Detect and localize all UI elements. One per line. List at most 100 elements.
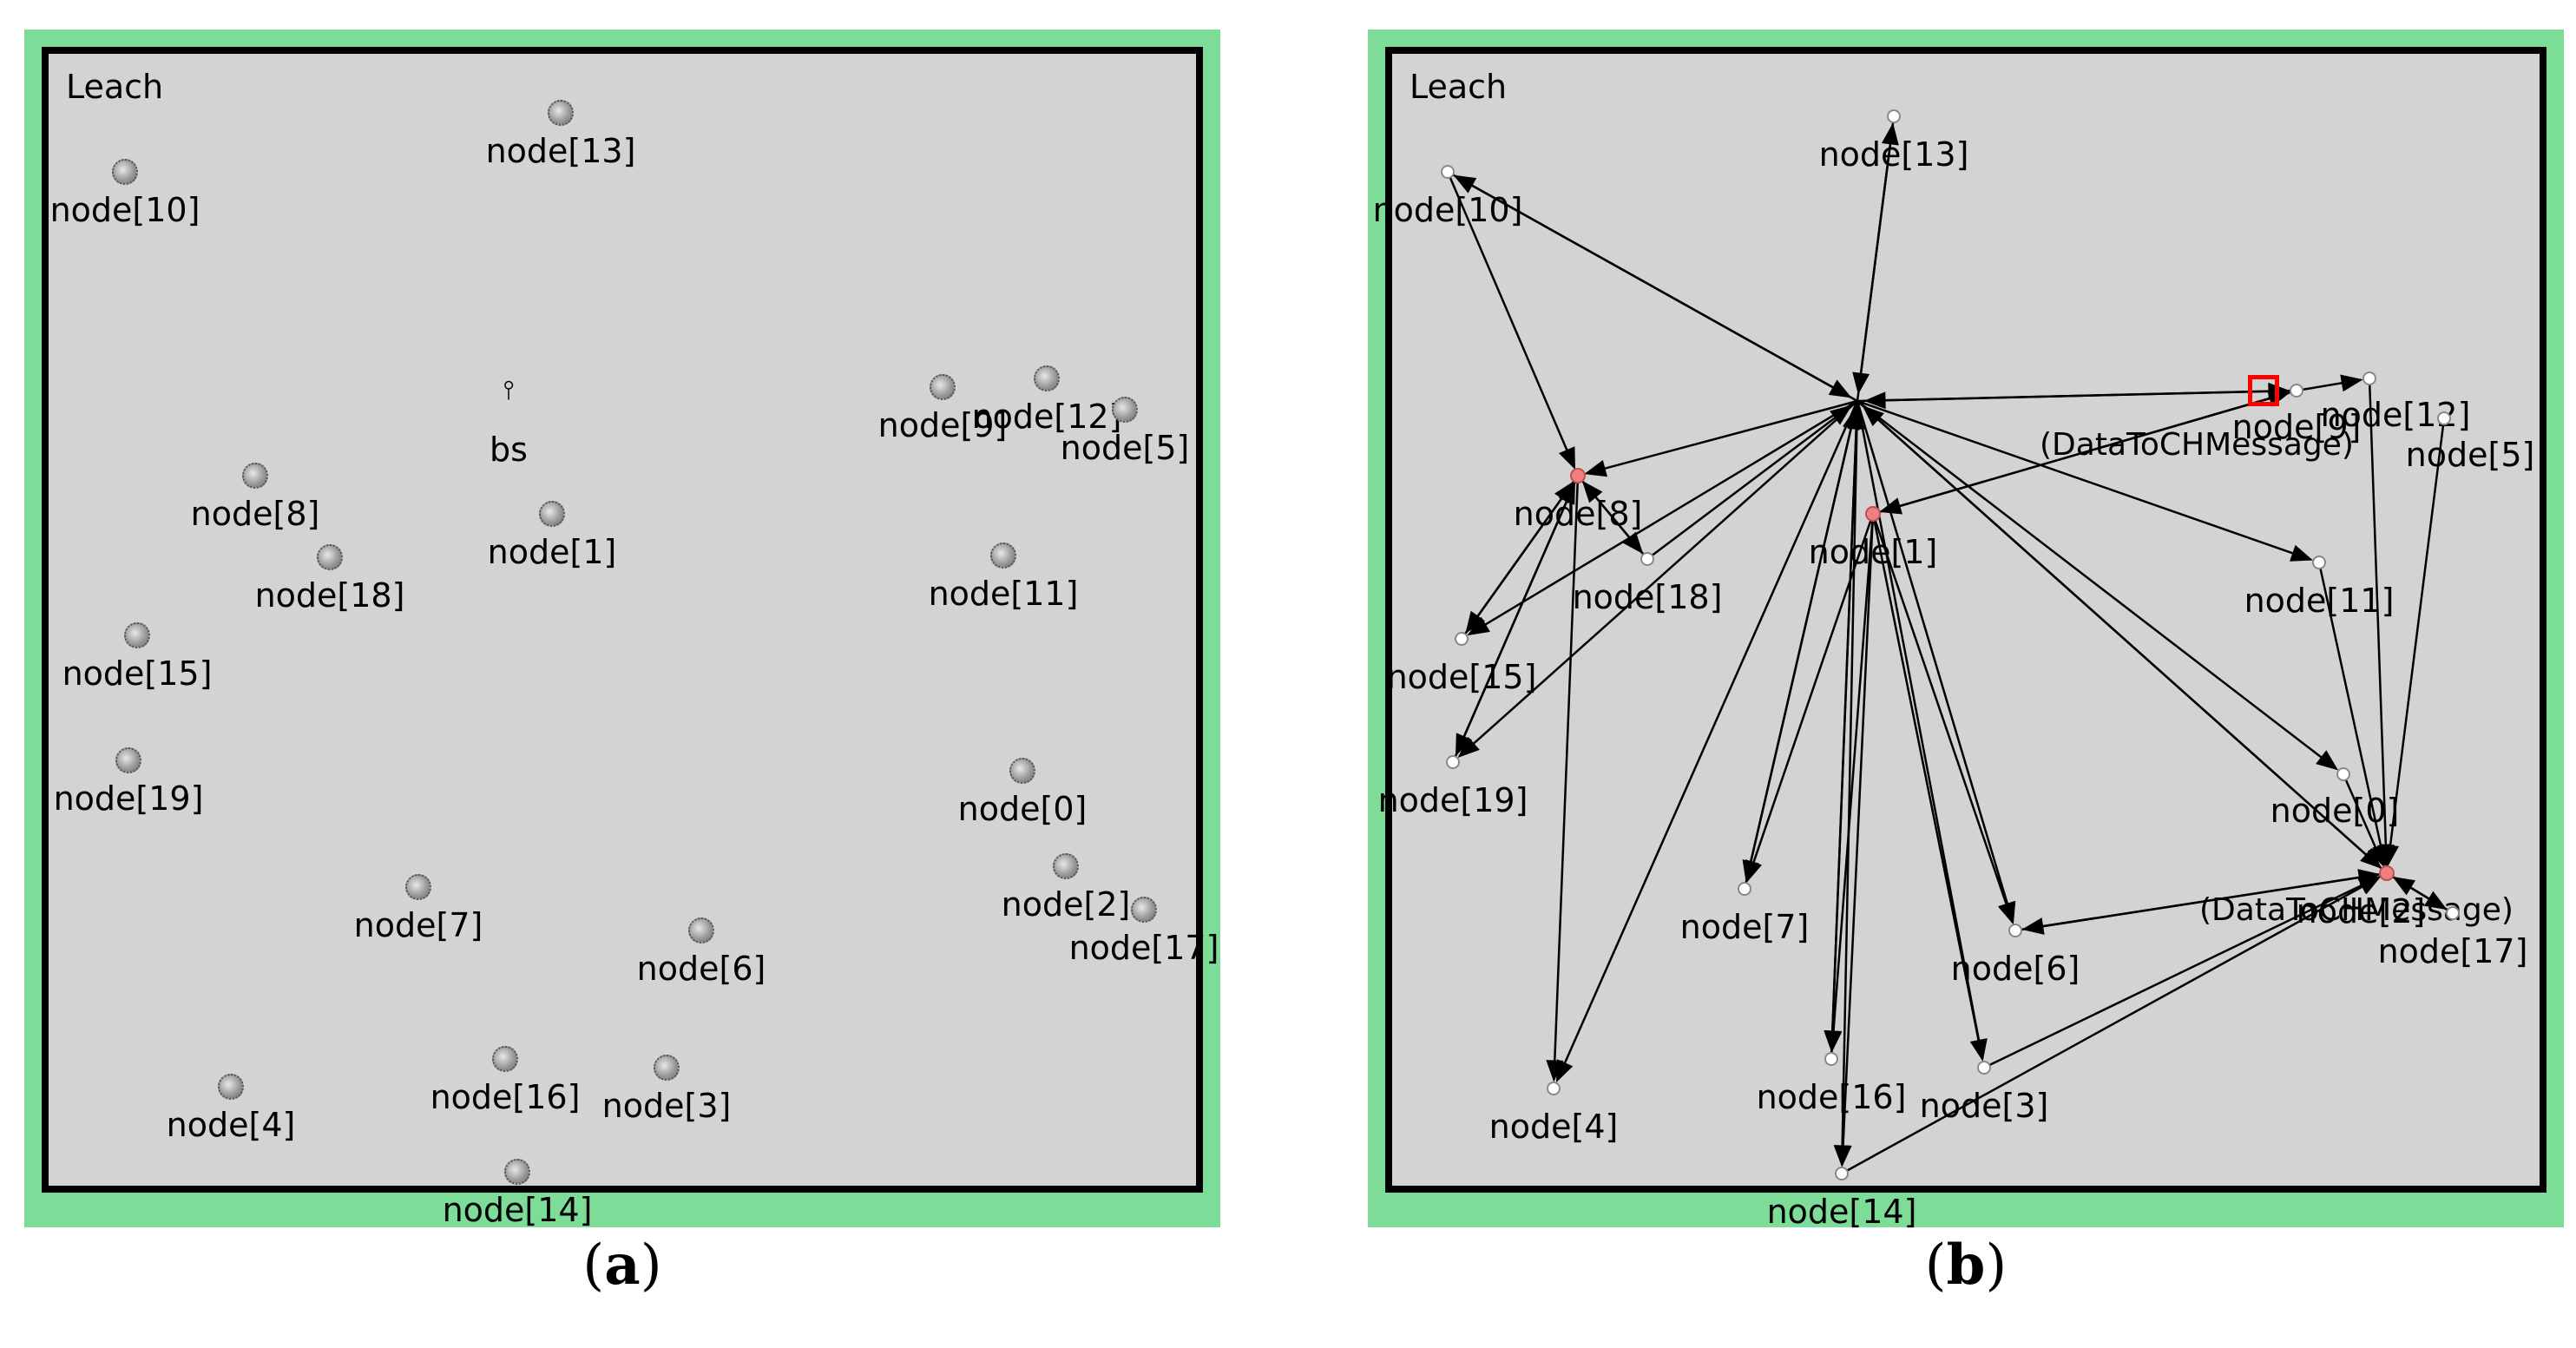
node-label: node[17] (2377, 932, 2528, 970)
message-arrow (1834, 513, 1875, 1167)
node-label: node[13] (485, 132, 636, 170)
sensor-node-icon[interactable] (124, 622, 150, 648)
sensor-node-icon[interactable] (1547, 1082, 1561, 1095)
message-arrow (1584, 399, 1858, 477)
node-label: node[14] (442, 1191, 593, 1229)
node-label: node[2] (2296, 892, 2426, 930)
message-arrow (2382, 418, 2446, 867)
node-label: node[19] (53, 779, 204, 818)
message-arrow (1745, 513, 1875, 883)
sensor-node-icon[interactable] (1640, 552, 1654, 566)
message-arrow (1457, 400, 1858, 759)
sensor-node-icon[interactable] (1887, 109, 1901, 123)
sensor-node-icon[interactable] (539, 501, 565, 527)
caption-a: (a) (582, 1233, 662, 1298)
message-arrow (1646, 404, 1853, 560)
sensor-node-icon[interactable] (405, 874, 431, 900)
node-label: node[16] (1756, 1078, 1907, 1116)
sensor-node-icon[interactable] (112, 159, 138, 185)
message-arrow (1856, 122, 1899, 402)
sensor-node-icon[interactable] (242, 463, 268, 489)
message-label: (DataToCHMessage) (2040, 427, 2354, 463)
message-arrow (1546, 475, 1580, 1082)
sensor-node-icon[interactable] (2446, 906, 2460, 920)
caption-b: (b) (1924, 1233, 2008, 1298)
panel-a-title: Leach (66, 68, 164, 106)
sensor-node-icon[interactable] (1112, 397, 1138, 423)
message-arrow (1555, 400, 1859, 1083)
sensor-node-icon[interactable] (218, 1074, 244, 1100)
node-label: node[0] (2270, 792, 2400, 830)
node-label: node[14] (1766, 1193, 1917, 1231)
node-label: node[8] (1513, 495, 1643, 533)
sensor-node-icon[interactable] (930, 374, 956, 400)
node-label: node[16] (430, 1078, 581, 1116)
node-label: node[0] (957, 790, 1088, 828)
sensor-node-icon[interactable] (1441, 165, 1455, 179)
node-label: node[3] (1919, 1087, 2049, 1125)
panel-b-canvas[interactable]: Leach (DataToCHMessage) (DataToCHMessage… (1373, 47, 2546, 1231)
message-arrow (1446, 171, 1576, 470)
node-label: node[15] (62, 654, 213, 693)
sensor-node-icon[interactable] (1446, 755, 1460, 769)
sensor-node-icon[interactable] (2290, 384, 2303, 398)
sensor-node-icon[interactable] (1738, 882, 1751, 896)
node-label: node[1] (1808, 533, 1938, 571)
sensor-node-icon[interactable] (990, 542, 1016, 569)
cluster-head-node-icon[interactable] (1570, 468, 1586, 483)
message-arrow (1460, 481, 1574, 640)
node-label: node[9] (877, 406, 1008, 444)
sensor-node-icon[interactable] (548, 100, 574, 126)
node-label: node[2] (1001, 885, 1131, 924)
antenna-icon[interactable]: ⫯ (503, 375, 515, 405)
node-label: node[18] (254, 576, 405, 615)
sensor-node-icon[interactable] (688, 917, 714, 944)
node-label: node[11] (928, 575, 1079, 613)
message-arrow (1453, 174, 1858, 403)
sensor-node-icon[interactable] (317, 544, 343, 570)
sensor-node-icon[interactable] (1977, 1061, 1991, 1075)
message-arrow (1983, 876, 2382, 1069)
selection-box[interactable] (2248, 375, 2279, 406)
node-label: node[9] (2231, 408, 2362, 446)
sensor-node-icon[interactable] (1034, 365, 1060, 391)
sensor-node-icon[interactable] (2336, 767, 2350, 781)
bs-label: bs (490, 431, 528, 469)
sensor-node-icon[interactable] (1009, 758, 1035, 784)
sensor-node-icon[interactable] (1131, 897, 1157, 923)
node-label: node[4] (1488, 1108, 1619, 1146)
node-label: node[12] (971, 398, 1122, 436)
sensor-node-icon[interactable] (115, 747, 141, 773)
sensor-node-icon[interactable] (1835, 1167, 1849, 1180)
node-label: node[13] (1818, 135, 1969, 174)
node-label: node[7] (353, 906, 483, 944)
sensor-node-icon[interactable] (1053, 853, 1079, 879)
node-label: node[15] (1386, 658, 1537, 696)
cluster-head-node-icon[interactable] (1865, 506, 1881, 522)
node-label: node[11] (2244, 582, 2395, 620)
message-arrows (1446, 115, 2454, 1175)
sensor-node-icon[interactable] (2008, 924, 2022, 937)
message-arrow (1467, 399, 1858, 636)
sensor-node-icon[interactable] (1455, 632, 1469, 646)
message-arrow (1856, 399, 2313, 562)
message-arrow (1871, 513, 2014, 924)
message-arrow (2386, 871, 2448, 911)
node-label: node[5] (2405, 436, 2535, 474)
sensor-node-icon[interactable] (654, 1055, 680, 1081)
panel-a-canvas[interactable]: Leach ⫯ bs node[10]node[13]node[9]node[1… (42, 47, 1219, 1229)
message-arrow (1833, 400, 1859, 1167)
cluster-head-node-icon[interactable] (2379, 865, 2395, 881)
sensor-node-icon[interactable] (1824, 1052, 1838, 1066)
sensor-node-icon[interactable] (492, 1046, 518, 1072)
sensor-node-icon[interactable] (2437, 411, 2451, 425)
node-label: node[7] (1679, 908, 1810, 946)
node-label: node[8] (190, 495, 320, 533)
sensor-node-icon[interactable] (2312, 556, 2326, 569)
message-arrow (1830, 407, 1865, 1060)
sensor-node-icon[interactable] (2362, 372, 2376, 385)
node-label: node[6] (1950, 950, 2080, 988)
message-arrow (2368, 378, 2395, 867)
sensor-node-icon[interactable] (504, 1159, 530, 1185)
node-label: node[19] (1377, 781, 1528, 819)
